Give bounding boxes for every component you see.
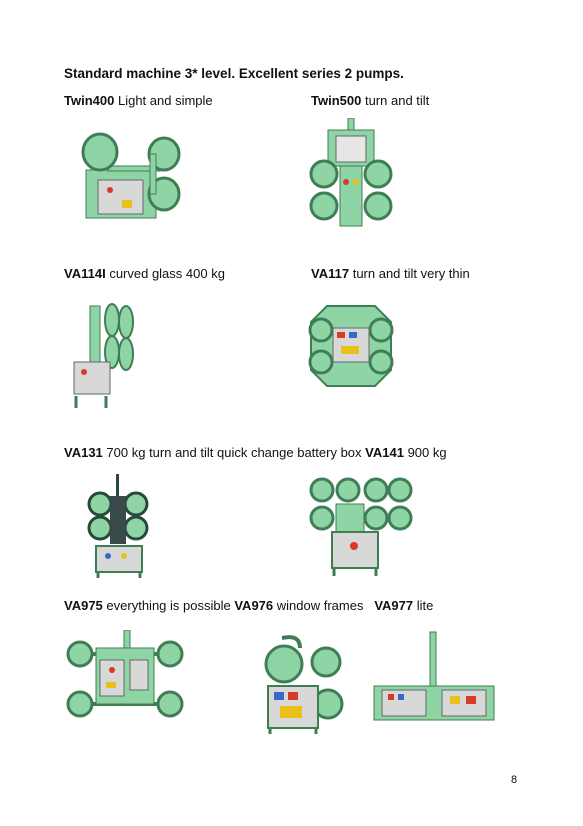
twin400-machine-image [81, 132, 181, 219]
caption-twin400: Twin400 Light and simple [64, 93, 213, 108]
caption-va114i: VA114I curved glass 400 kg [64, 266, 225, 281]
caption-twin500: Twin500 turn and tilt [311, 93, 430, 108]
caption-va117: VA117 turn and tilt very thin [311, 266, 470, 281]
page-heading: Standard machine 3* level. Excellent ser… [64, 66, 404, 81]
twin500-machine-image [309, 118, 393, 227]
va141-machine-image [309, 477, 413, 576]
va977-machine-image [373, 631, 495, 721]
caption-va975-va976-va977: VA975 everything is possible VA976 windo… [64, 598, 434, 613]
caption-va131-va141: VA131 700 kg turn and tilt quick change … [64, 445, 447, 460]
va975-machine-image [66, 630, 184, 718]
va131-machine-image [87, 474, 149, 578]
va114i-machine-image [73, 303, 134, 408]
va976-machine-image [264, 635, 344, 734]
va117-machine-image [308, 305, 394, 387]
page-number: 8 [511, 774, 518, 786]
